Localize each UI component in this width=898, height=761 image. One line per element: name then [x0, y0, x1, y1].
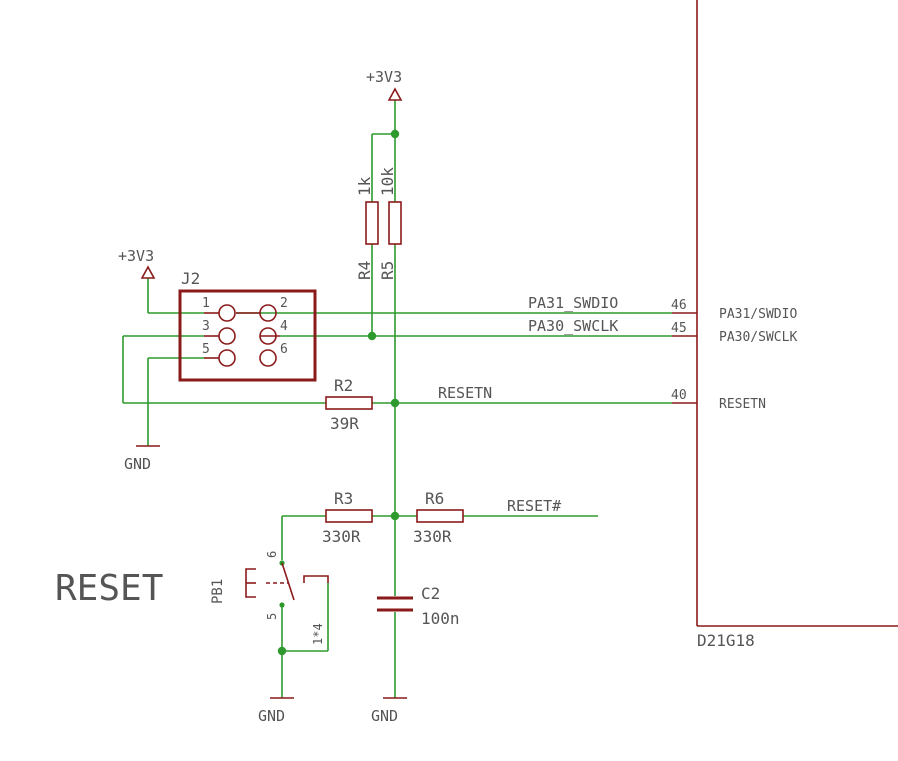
j2-pin-1: 1	[202, 296, 210, 311]
mcu-pin-swclk-name: PA30/SWCLK	[719, 330, 797, 345]
mcu-pin-resetn-name: RESETN	[719, 397, 766, 412]
c2-name: C2	[421, 584, 440, 603]
r3-value: 330R	[322, 527, 361, 546]
gnd-cap-label: GND	[371, 707, 398, 725]
mcu-d21g18: 46 45 40 PA31/SWDIO PA30/SWCLK RESETN D2…	[671, 0, 898, 650]
power-3v3-left-label: +3V3	[118, 247, 154, 265]
gnd-switch: GND	[258, 697, 294, 725]
r4-name: R4	[355, 261, 374, 280]
j2-pin-3: 3	[202, 319, 210, 334]
mcu-pin-swdio-name: PA31/SWDIO	[719, 307, 797, 322]
net-label-swdio: PA31_SWDIO	[528, 294, 618, 312]
r5-value: 10k	[378, 167, 397, 196]
r5-name: R5	[378, 261, 397, 280]
capacitor-c2: C2 100n	[377, 584, 460, 628]
pb1-pin-6: 6	[265, 551, 279, 558]
net-label-resetn: RESETN	[438, 384, 492, 402]
resistor-r5: 10k R5	[378, 167, 402, 280]
j2-name: J2	[181, 269, 200, 288]
resistor-r2: R2 39R	[325, 376, 373, 433]
pb1-pins-extra: 1*4	[311, 623, 325, 645]
gnd-cap: GND	[371, 697, 407, 725]
mcu-pin-46-number: 46	[671, 298, 687, 313]
r3-name: R3	[334, 489, 353, 508]
resistor-r3: R3 330R	[322, 489, 373, 546]
pb1-name: PB1	[210, 579, 226, 604]
wires	[122, 100, 672, 698]
j2-pin-6: 6	[280, 342, 288, 357]
resistor-r4: 1k R4	[355, 176, 379, 280]
c2-value: 100n	[421, 609, 460, 628]
pb1-pin-5: 5	[265, 613, 279, 620]
gnd-left: GND	[124, 445, 160, 473]
gnd-left-label: GND	[124, 455, 151, 473]
r2-name: R2	[334, 376, 353, 395]
j2-pin-4: 4	[280, 319, 288, 334]
r4-value: 1k	[355, 176, 374, 196]
power-3v3-top: +3V3	[366, 68, 403, 101]
pb1-label: RESET	[55, 568, 163, 609]
mcu-pin-45-number: 45	[671, 321, 687, 336]
r2-value: 39R	[330, 414, 359, 433]
pushbutton-pb1: 6 5 1*4 PB1 RESET	[55, 551, 329, 645]
gnd-switch-label: GND	[258, 707, 285, 725]
j2-pin-5: 5	[202, 342, 210, 357]
net-label-reset-hash: RESET#	[507, 497, 561, 515]
power-3v3-left: +3V3	[118, 247, 156, 279]
j2-pin-2: 2	[280, 296, 288, 311]
mcu-pin-40-number: 40	[671, 388, 687, 403]
mcu-name: D21G18	[697, 631, 755, 650]
junctions	[277, 129, 400, 656]
r6-value: 330R	[413, 527, 452, 546]
r6-name: R6	[425, 489, 444, 508]
connector-j2: J2 1 2 3 4 5 6	[178, 269, 317, 382]
resistor-r6: R6 330R	[413, 489, 464, 546]
net-label-swclk: PA30_SWCLK	[528, 317, 618, 335]
power-3v3-top-label: +3V3	[366, 68, 402, 86]
